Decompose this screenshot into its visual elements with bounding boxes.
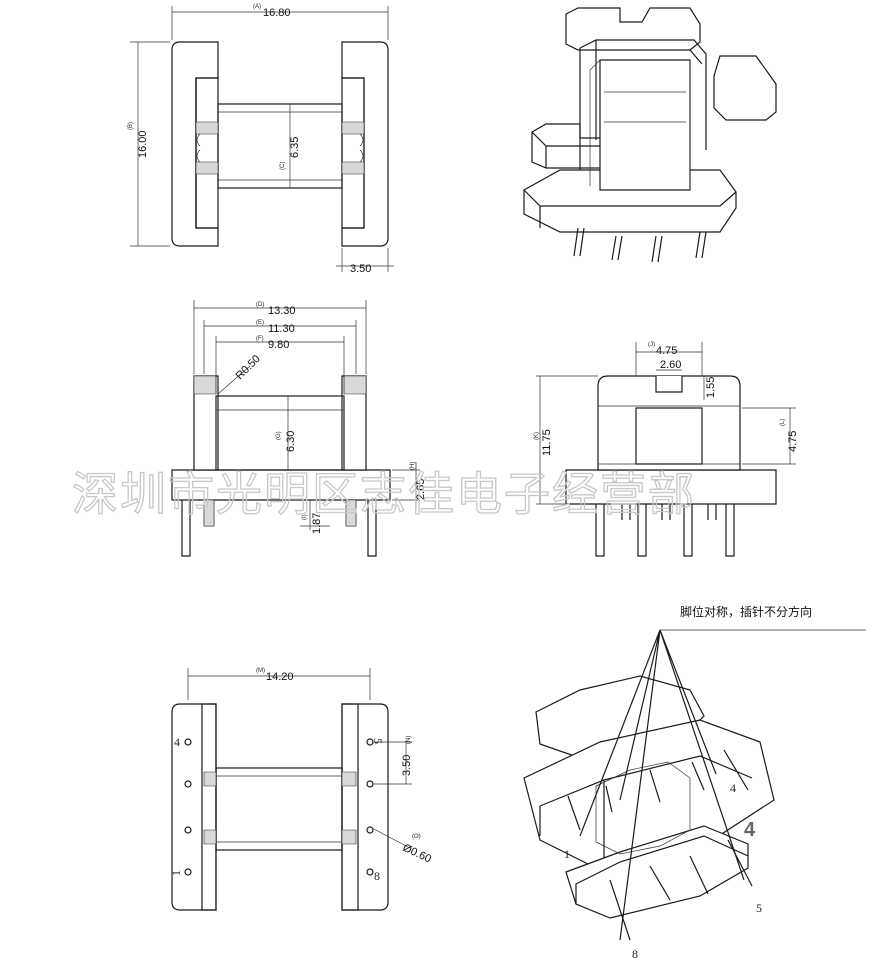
bottom-pin-4: 4 [174,735,180,749]
dim-l: 4.75 [787,431,799,452]
dim-k: 11.75 [541,429,553,456]
bottom-pin-5: 5 [371,738,385,744]
bottom-pin-8: 8 [374,869,380,883]
tag-d: (D) [256,302,264,308]
dim-e: 11.30 [268,323,295,335]
tag-g: (G) [276,431,282,440]
iso-pin-1: 1 [564,847,570,861]
iso-pin-5: 5 [756,901,762,915]
bottom-view: 4 5 1 8 (M) 14.20 (N) 3.50 (O) Ø0.60 [169,668,433,911]
tag-e: (E) [256,320,264,326]
dim-step: 1.55 [705,377,717,398]
tag-h: (H) [410,462,416,470]
tag-o: (O) [412,834,421,840]
watermark: 深圳市光明区志佳电子经营部 [72,467,696,521]
dim-h: 2.65 [415,479,427,500]
tag-f: (F) [256,336,264,342]
side-view: (J) 4.75 2.60 1.55 (K) 11.75 (L) 4.75 [534,342,799,557]
tag-b: (B) [128,122,134,130]
top-view: (A) 16.80 (B) 16.00 (C) 6.35 3.50 [128,4,394,275]
tag-m: (M) [256,668,265,674]
iso-big-label: 4 [744,819,756,841]
tag-k: (K) [534,432,540,440]
tag-l: (L) [780,419,786,426]
front-view: (D) 13.30 (E) 11.30 (F) 9.80 R0.50 (G) 6… [171,300,427,557]
dim-n: 3.50 [401,755,413,776]
iso-pin-8: 8 [632,947,638,961]
bottom-pin-1: 1 [169,870,183,876]
dim-f: 9.80 [268,339,289,351]
tag-j: (J) [648,342,655,348]
dim-m: 14.20 [266,671,294,683]
dim-j: 4.75 [656,345,677,357]
symmetry-note: 脚位对称，插针不分方向 [680,604,812,619]
isometric-bottom-view: 脚位对称，插针不分方向 1 4 5 8 4 [523,604,866,961]
tag-i: (I) [302,514,308,520]
dim-c: 6.35 [289,137,301,158]
dim-radius: R0.50 [234,353,263,382]
isometric-top-view [523,7,777,263]
iso-pin-4: 4 [730,781,736,795]
dim-b: 16.00 [137,130,149,158]
tag-a: (A) [253,4,261,10]
dim-slot: 2.60 [660,359,681,371]
dim-i: 1.87 [311,513,323,534]
dim-d: 13.30 [268,305,296,317]
dim-side-width: 3.50 [350,263,371,275]
dim-a: 16.80 [263,7,291,19]
tag-n: (N) [406,736,412,744]
dim-o: Ø0.60 [401,842,433,866]
tag-c: (C) [280,162,286,170]
dim-g: 6.30 [285,431,297,452]
